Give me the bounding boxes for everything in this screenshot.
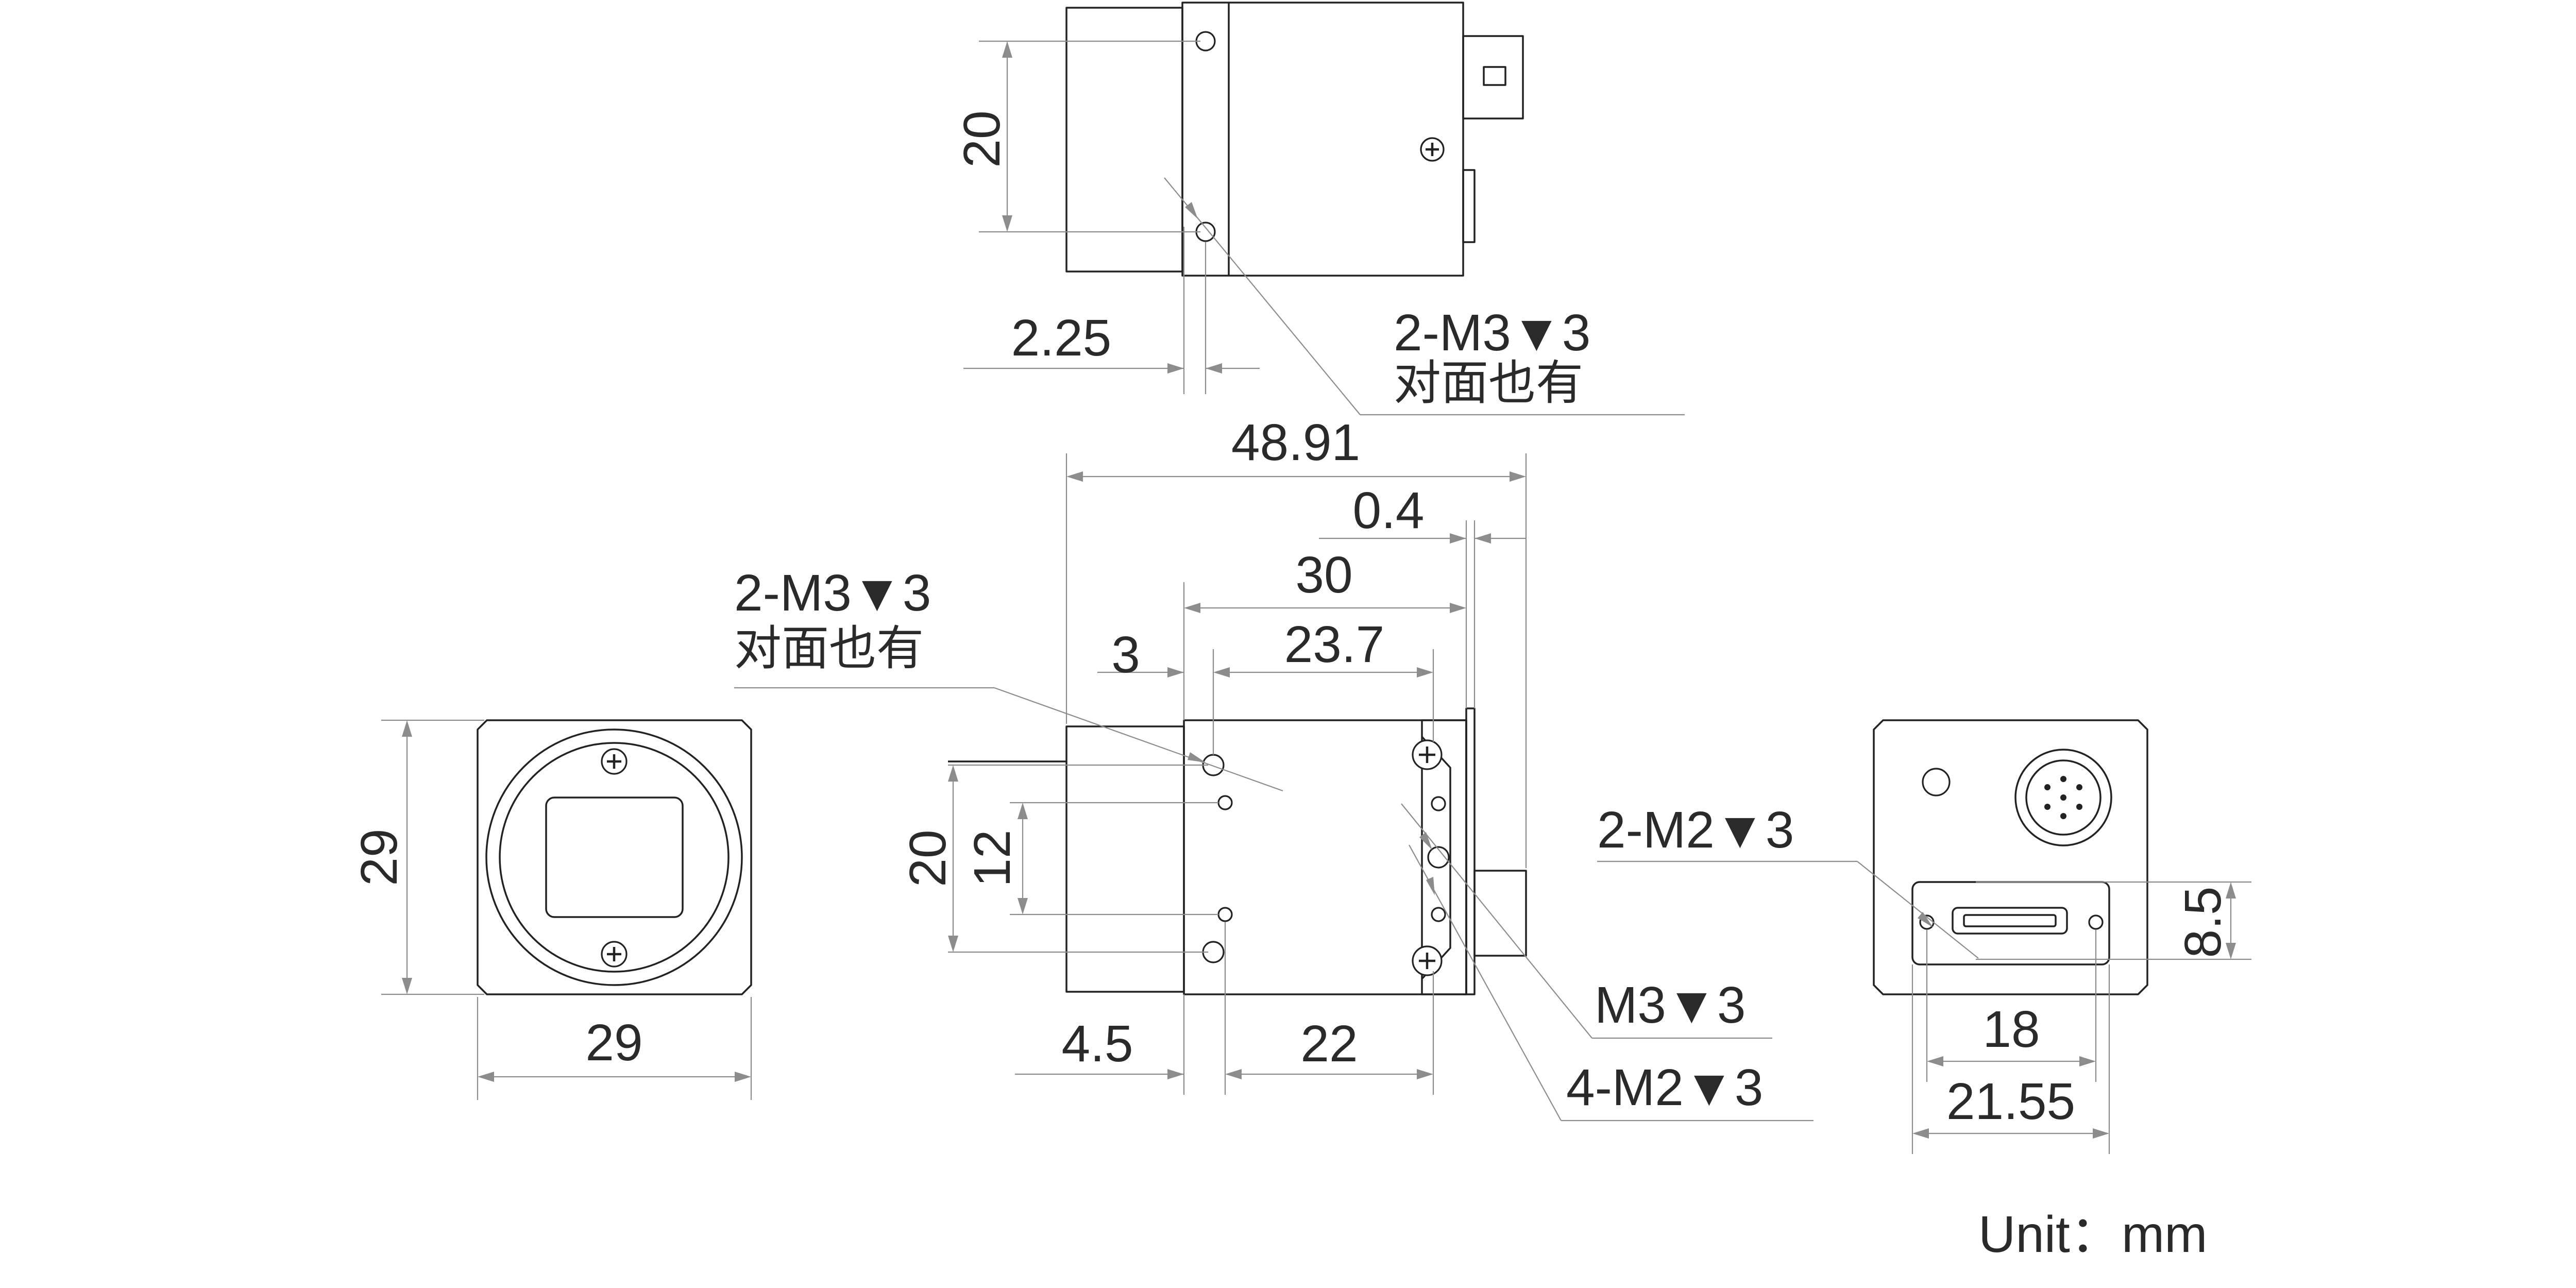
dimension-label-hole-span: 23.7 — [1284, 616, 1385, 673]
dimension-label-rear-inner-width: 18 — [1982, 1001, 2040, 1058]
callout-side-line2: 对面也有 — [734, 621, 924, 676]
callout-side-m2: 4-M2▼3 — [1566, 1059, 1763, 1116]
dimension-label-total-length: 48.91 — [1231, 414, 1360, 471]
front-view-body — [477, 719, 752, 995]
rear-view-usb-port — [1952, 907, 2068, 935]
rear-view-body — [1873, 719, 2148, 995]
top-view-connector-slot — [1483, 66, 1506, 86]
side-view-connector — [1473, 870, 1527, 957]
front-view-mount-inner — [499, 742, 730, 973]
dimension-label-bottom-offset: 4.5 — [1061, 1015, 1133, 1073]
top-view-screw — [1420, 137, 1445, 162]
dimension-label-side-height: 20 — [899, 829, 957, 887]
front-view-screw-top — [601, 748, 628, 775]
front-view-screw-bottom — [601, 941, 628, 968]
rear-view-io-connector-inner — [2025, 759, 2102, 836]
leader-rear-m2 — [1857, 861, 1979, 959]
dimension-label-body-length: 30 — [1295, 546, 1352, 604]
top-view-body — [1181, 2, 1464, 277]
side-view-rear-hole-2 — [1431, 907, 1446, 922]
leader-side-m3 — [1401, 803, 1592, 1039]
side-view-hole-m2-upper — [1217, 795, 1233, 810]
side-view: 48.91 0.4 30 3 23.7 4.5 22 — [734, 414, 1814, 1122]
dimension-label-front-height: 29 — [350, 828, 408, 886]
side-view-rear-hole-1 — [1431, 796, 1446, 811]
callout-side-m3: M3▼3 — [1595, 976, 1746, 1034]
dimension-label-rear-height: 8.5 — [2174, 886, 2232, 958]
rear-view-io-connector-outer — [2014, 749, 2112, 846]
front-view-sensor-window — [545, 796, 684, 918]
dimension-label-side-inner-height: 12 — [963, 829, 1021, 887]
front-view-mount-outer — [485, 728, 743, 986]
side-view-screw-top — [1412, 739, 1443, 770]
rear-view-led — [1922, 768, 1951, 796]
side-view-screw-bottom — [1412, 945, 1443, 976]
callout-rear-m2: 2-M2▼3 — [1597, 801, 1794, 859]
dimension-label-top-offset: 2.25 — [1011, 309, 1112, 367]
dimension-label-front-width: 29 — [585, 1014, 642, 1072]
side-view-flange — [1465, 707, 1476, 995]
rear-view-m2-hole-right — [2088, 914, 2104, 930]
dimension-label-flange: 0.4 — [1352, 482, 1424, 539]
dimension-label-hole-offset: 3 — [1111, 626, 1140, 684]
side-view-rear-hole-m3 — [1427, 846, 1450, 869]
callout-side-line1: 2-M3▼3 — [734, 564, 931, 622]
rear-view: 2-M2▼3 8.5 18 21.55 — [1597, 719, 2251, 1154]
top-view-side-clip — [1462, 169, 1476, 243]
front-view: 29 29 — [350, 719, 752, 1100]
leader-side-top-callout — [994, 687, 1283, 792]
top-view: 20 2.25 2-M3▼3 对面也有 — [953, 2, 1685, 416]
side-view-hole-m2-lower — [1217, 907, 1233, 922]
unit-label: Unit：mm — [1978, 1206, 2207, 1263]
dimension-label-bottom-span: 22 — [1300, 1015, 1358, 1073]
rear-view-io-pins — [2044, 776, 2082, 819]
callout-top-line2: 对面也有 — [1394, 355, 1583, 411]
callout-top-line1: 2-M3▼3 — [1394, 304, 1590, 362]
dimension-label-rear-outer-width: 21.55 — [1946, 1073, 2075, 1130]
top-view-connector — [1462, 35, 1524, 120]
rear-view-usb-plate — [1911, 881, 2110, 965]
dimension-label-top-height: 20 — [953, 110, 1011, 167]
